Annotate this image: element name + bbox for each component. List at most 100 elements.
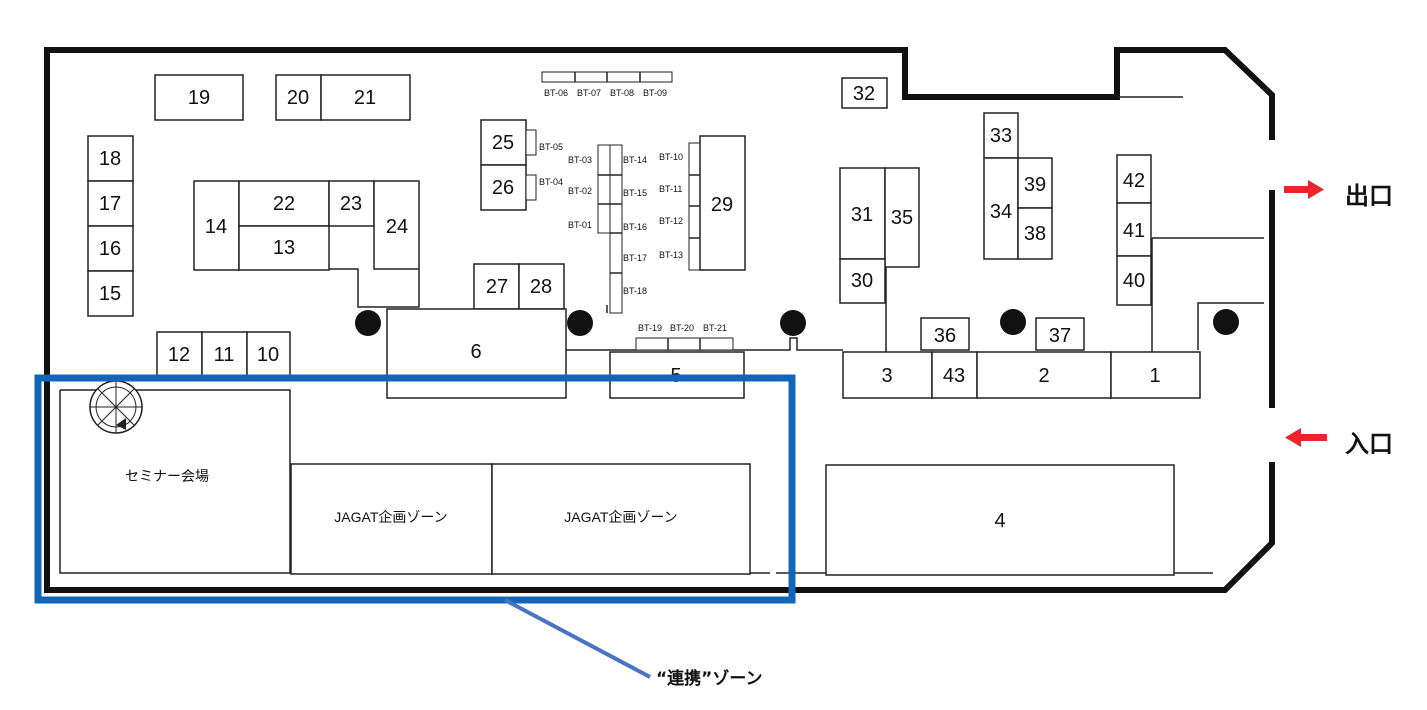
booth-19[interactable]: 19 <box>154 74 244 121</box>
booth-16[interactable]: 16 <box>87 225 134 272</box>
booth-10[interactable]: 10 <box>246 331 291 378</box>
partnership-zone-pointer <box>504 598 651 679</box>
booth-40[interactable]: 40 <box>1116 255 1152 306</box>
bt-04-label: BT-04 <box>539 177 563 187</box>
booth-32[interactable]: 32 <box>841 77 888 109</box>
booth-29[interactable]: 29 <box>699 135 746 271</box>
booth-3[interactable]: 3 <box>842 351 933 399</box>
bt-13-label: BT-13 <box>659 250 683 260</box>
booth-39[interactable]: 39 <box>1017 157 1053 209</box>
aisle-line <box>566 337 843 351</box>
svg-text:3: 3 <box>881 365 892 387</box>
svg-text:20: 20 <box>287 87 309 109</box>
svg-text:26: 26 <box>492 177 514 199</box>
booth-21[interactable]: 21 <box>320 74 411 121</box>
svg-text:39: 39 <box>1024 174 1046 196</box>
booth-36[interactable]: 36 <box>920 317 970 351</box>
svg-text:37: 37 <box>1049 325 1071 347</box>
svg-text:30: 30 <box>851 270 873 292</box>
svg-text:19: 19 <box>188 87 210 109</box>
bt-18-label: BT-18 <box>623 286 647 296</box>
bt-20-label: BT-20 <box>670 323 694 333</box>
booth-30[interactable]: 30 <box>839 258 886 304</box>
booth-31[interactable]: 31 <box>839 167 886 260</box>
bt-booth-column-left[interactable] <box>597 144 611 234</box>
partnership-zone-highlight <box>34 374 796 604</box>
booth-13[interactable]: 13 <box>238 225 330 271</box>
booth-27[interactable]: 27 <box>473 263 520 310</box>
bt-booth-04[interactable] <box>525 174 537 201</box>
hall-wall <box>44 47 1275 593</box>
svg-text:24: 24 <box>386 216 408 238</box>
svg-text:42: 42 <box>1123 170 1145 192</box>
booth-14[interactable]: 14 <box>193 180 240 271</box>
svg-text:34: 34 <box>990 201 1012 223</box>
jagat-zone-2-label: JAGAT企画ゾーン <box>564 509 677 525</box>
bt-booth-05[interactable] <box>525 129 537 156</box>
booth-33[interactable]: 33 <box>983 112 1019 159</box>
jagat-zone-2[interactable]: JAGAT企画ゾーン <box>491 463 751 575</box>
booth-11[interactable]: 11 <box>201 331 248 378</box>
bt-01-label: BT-01 <box>568 220 592 230</box>
booth-25[interactable]: 25 <box>480 119 527 166</box>
booth-28[interactable]: 28 <box>518 263 565 310</box>
bt-21-label: BT-21 <box>703 323 727 333</box>
svg-text:6: 6 <box>470 341 481 363</box>
svg-text:13: 13 <box>273 237 295 259</box>
bt-07-label: BT-07 <box>577 88 601 98</box>
red-arrow-icon <box>1285 428 1327 447</box>
aisle-line-right-3 <box>1197 302 1264 350</box>
booth-4[interactable]: 4 <box>825 464 1175 576</box>
svg-text:36: 36 <box>934 325 956 347</box>
svg-text:16: 16 <box>99 238 121 260</box>
bt-booth-row-19-21[interactable] <box>635 337 734 351</box>
pillar <box>1000 309 1026 335</box>
booth-24[interactable]: 24 <box>373 180 420 270</box>
svg-text:33: 33 <box>990 125 1012 147</box>
booth-12[interactable]: 12 <box>156 331 203 378</box>
seminar-hall[interactable]: セミナー会場 <box>60 389 291 573</box>
svg-text:38: 38 <box>1024 223 1046 245</box>
booth-22[interactable]: 22 <box>238 180 330 227</box>
booth-35[interactable]: 35 <box>884 167 920 268</box>
booth-15[interactable]: 15 <box>87 270 134 317</box>
pillar <box>355 310 381 336</box>
svg-text:32: 32 <box>853 83 875 105</box>
booth-41[interactable]: 41 <box>1116 202 1152 257</box>
svg-text:31: 31 <box>851 204 873 226</box>
svg-text:15: 15 <box>99 283 121 305</box>
booth-18[interactable]: 18 <box>87 135 134 182</box>
booth-26[interactable]: 26 <box>480 164 527 211</box>
jagat-zone-1[interactable]: JAGAT企画ゾーン <box>290 463 493 575</box>
bt-14-label: BT-14 <box>623 155 647 165</box>
booth-20[interactable]: 20 <box>275 74 322 121</box>
bt-02-label: BT-02 <box>568 186 592 196</box>
bt-08-label: BT-08 <box>610 88 634 98</box>
booth-17[interactable]: 17 <box>87 180 134 227</box>
booth-42[interactable]: 42 <box>1116 154 1152 204</box>
svg-text:17: 17 <box>99 193 121 215</box>
bt-06-label: BT-06 <box>544 88 568 98</box>
spiral-stairs-icon <box>89 380 143 434</box>
booth-38[interactable]: 38 <box>1017 207 1053 260</box>
entrance-label: 入口 <box>1345 430 1393 458</box>
booth-43[interactable]: 43 <box>931 351 978 399</box>
bt-booth-column-right[interactable] <box>609 144 623 314</box>
booth-2[interactable]: 2 <box>976 351 1112 399</box>
booth-6[interactable]: 6 <box>386 308 567 399</box>
bt-12-label: BT-12 <box>659 216 683 226</box>
booth-1[interactable]: 1 <box>1110 351 1201 399</box>
pillar <box>567 310 593 336</box>
svg-text:28: 28 <box>530 276 552 298</box>
booth-34[interactable]: 34 <box>983 157 1019 260</box>
svg-text:18: 18 <box>99 148 121 170</box>
exit-label: 出口 <box>1345 182 1393 210</box>
booth-23[interactable]: 23 <box>328 180 375 227</box>
svg-text:27: 27 <box>486 276 508 298</box>
bt-09-label: BT-09 <box>643 88 667 98</box>
svg-text:35: 35 <box>891 207 913 229</box>
svg-text:40: 40 <box>1123 270 1145 292</box>
svg-text:1: 1 <box>1149 365 1160 387</box>
svg-text:43: 43 <box>943 365 965 387</box>
booth-37[interactable]: 37 <box>1035 317 1085 351</box>
